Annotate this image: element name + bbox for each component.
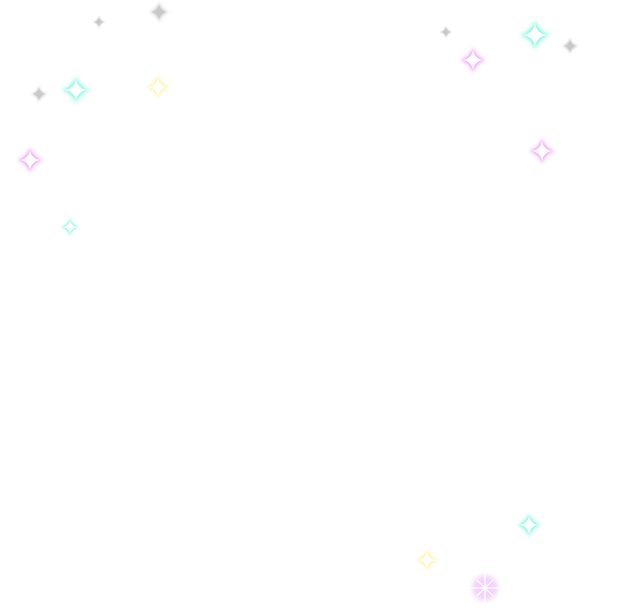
sparkle-icon	[460, 47, 486, 73]
sparkle-icon	[61, 218, 79, 236]
sparkle-icon	[146, 75, 170, 99]
sparkle-icon	[529, 138, 555, 164]
sparkle-icon	[149, 2, 169, 22]
starburst-icon	[469, 572, 501, 604]
sparkle-icon	[17, 147, 43, 173]
sparkle-icon	[440, 26, 452, 38]
sparkle-icon	[520, 20, 550, 50]
sparkle-icon	[517, 513, 541, 537]
sparkle-icon	[62, 76, 90, 104]
sparkle-icon	[31, 86, 47, 102]
sparkle-icon	[562, 38, 578, 54]
sparkle-icon	[93, 16, 105, 28]
sparkle-icon	[416, 549, 438, 571]
